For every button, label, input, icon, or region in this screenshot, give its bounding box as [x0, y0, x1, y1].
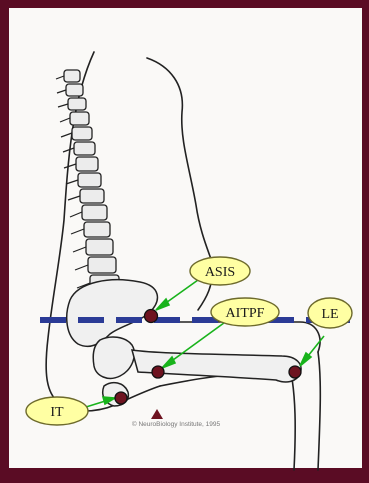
label-aitpf: AITPF	[211, 298, 279, 326]
circle-marker-icon	[145, 310, 158, 323]
label-le: LE	[308, 298, 352, 328]
triangle-pointer-icon	[151, 409, 163, 419]
pelvis	[67, 280, 301, 406]
label-asis: ASIS	[190, 257, 250, 285]
vertebral-column	[64, 70, 119, 291]
circle-marker-icon	[115, 392, 127, 404]
label-it: IT	[26, 397, 88, 425]
label-asis-text: ASIS	[205, 265, 235, 280]
circle-marker-icon	[289, 366, 301, 378]
label-aitpf-text: AITPF	[226, 306, 265, 321]
circle-marker-icon	[152, 366, 164, 378]
credit-text: © NeuroBiology Institute, 1995	[132, 420, 221, 428]
label-it-text: IT	[50, 405, 64, 420]
label-le-text: LE	[321, 307, 338, 322]
